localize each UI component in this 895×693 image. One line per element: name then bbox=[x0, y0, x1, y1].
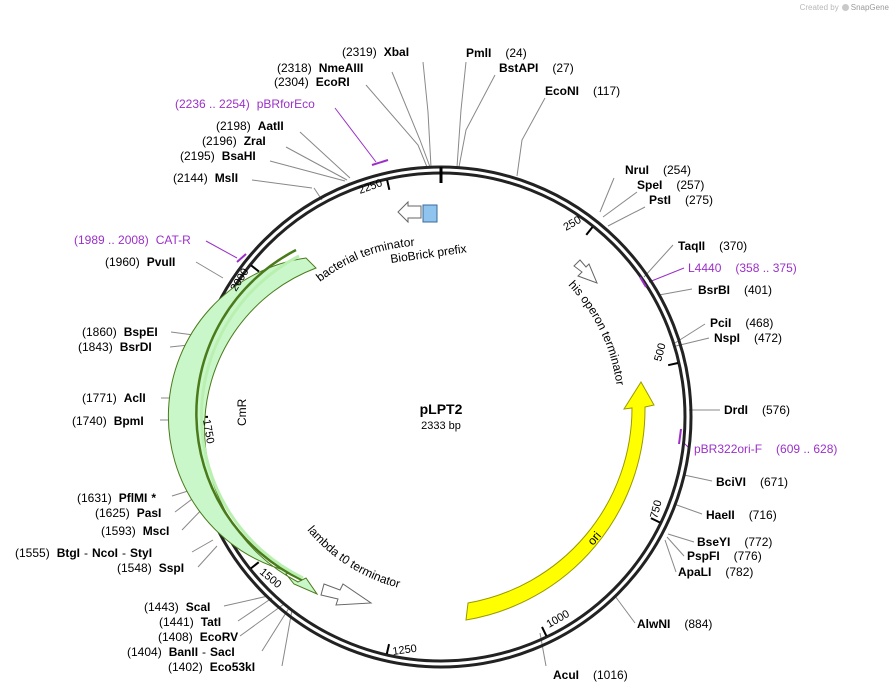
site-label-apali: ApaLI(782) bbox=[678, 565, 753, 579]
site-label-bpmi: (1740)BpmI bbox=[72, 414, 144, 428]
tick-1000 bbox=[541, 626, 548, 637]
site-label-nmeaiii: (2318)NmeAIII bbox=[277, 61, 363, 75]
primer-label-pbrforeco: (2236 .. 2254)pBRforEco bbox=[175, 97, 315, 111]
site-label-taqii: TaqII(370) bbox=[678, 239, 747, 253]
cmr-highlight bbox=[199, 254, 304, 580]
tick-label-1250: 1250 bbox=[392, 643, 418, 658]
site-label-xbai: (2319)XbaI bbox=[342, 45, 409, 59]
leader-lines bbox=[160, 61, 720, 667]
site-label-pvuii: (1960)PvuII bbox=[105, 255, 175, 269]
his-operon-terminator-arrow[interactable] bbox=[573, 259, 598, 284]
site-label-bseyi: BseYI(772) bbox=[697, 535, 772, 549]
lambda-t0-terminator-label: lambda t0 terminator bbox=[305, 523, 402, 591]
site-label-tati: (1441)TatI bbox=[159, 615, 221, 629]
site-label-bstapi: BstAPI(27) bbox=[499, 61, 574, 75]
site-label-alwni: AlwNI(884) bbox=[637, 617, 712, 631]
site-label-zrai: (2196)ZraI bbox=[202, 134, 266, 148]
site-label-psti: PstI(275) bbox=[649, 193, 713, 207]
site-label-pasi: (1625)PasI bbox=[95, 506, 161, 520]
site-label-spei: SpeI(257) bbox=[637, 178, 704, 192]
site-label-aatii: (2198)AatII bbox=[216, 119, 284, 133]
tick-1250 bbox=[385, 643, 391, 655]
site-label-ecorv: (1408)EcoRV bbox=[158, 630, 238, 644]
biobrick-prefix-box[interactable] bbox=[422, 204, 438, 223]
tick-250 bbox=[585, 226, 594, 236]
primer-label-pbr322ori-f: pBR322ori-F(609 .. 628) bbox=[694, 442, 837, 456]
site-label-eco53ki: (1402)Eco53kI bbox=[168, 660, 255, 674]
site-label-acli: (1771)AclI bbox=[82, 391, 146, 405]
site-label-bspei: (1860)BspEI bbox=[82, 325, 158, 339]
site-label-pmli: PmlI(24) bbox=[466, 46, 527, 60]
tick-label-500: 500 bbox=[652, 342, 668, 363]
site-label-nrui: NruI(254) bbox=[625, 163, 691, 177]
tick-marks bbox=[197, 179, 679, 655]
site-label-scai: (1443)ScaI bbox=[144, 600, 210, 614]
primer-label-l4440: L4440(358 .. 375) bbox=[688, 261, 797, 275]
tick-500 bbox=[667, 361, 679, 367]
watermark-prefix: Created by bbox=[799, 3, 839, 12]
site-label-bsrbi: BsrBI(401) bbox=[698, 283, 772, 297]
site-label-banii-saci: (1404)BanII-SacI bbox=[127, 645, 235, 659]
cmr-label: CmR bbox=[235, 398, 249, 426]
site-label-msci: (1593)MscI bbox=[101, 524, 169, 538]
site-label-pflmi: (1631)PflMI* bbox=[77, 491, 156, 505]
site-label-pcii: PciI(468) bbox=[710, 316, 773, 330]
plasmid-name: pLPT2 bbox=[420, 401, 463, 417]
site-label-sspi: (1548)SspI bbox=[117, 561, 184, 575]
site-label-bsahi: (2195)BsaHI bbox=[180, 149, 256, 163]
site-label-acui: AcuI(1016) bbox=[553, 668, 628, 682]
site-label-btgi-ncoi-styi: (1555)BtgI-NcoI-StyI bbox=[15, 546, 152, 560]
tick-750 bbox=[650, 517, 661, 524]
site-label-haeii: HaeII(716) bbox=[706, 508, 777, 522]
site-label-msli: (2144)MslI bbox=[173, 171, 238, 185]
snapgene-watermark: Created by SnapGene bbox=[800, 3, 889, 12]
snapgene-logo-icon bbox=[841, 4, 849, 11]
cmr-direction-line bbox=[195, 248, 303, 582]
plasmid-length: 2333 bp bbox=[421, 420, 461, 432]
tick-2250 bbox=[386, 179, 391, 191]
site-label-bcivi: BciVI(671) bbox=[716, 475, 788, 489]
tick-label-1750: 1750 bbox=[200, 418, 216, 444]
ori-feature[interactable] bbox=[465, 381, 655, 621]
site-label-drdi: DrdI(576) bbox=[724, 403, 790, 417]
tick-label-750: 750 bbox=[648, 499, 664, 520]
watermark-brand: SnapGene bbox=[850, 3, 889, 12]
primer-label-cat-r: (1989 .. 2008)CAT-R bbox=[74, 233, 191, 247]
backbone-outer-ring bbox=[189, 165, 693, 669]
lambda-t0-terminator-arrow[interactable] bbox=[320, 583, 373, 606]
site-label-ecori: (2304)EcoRI bbox=[274, 75, 350, 89]
tick-2000 bbox=[250, 264, 260, 273]
primer-site-marks bbox=[236, 159, 682, 445]
site-label-pspfi: PspFI(776) bbox=[687, 549, 762, 563]
site-label-bsrdi: (1843)BsrDI bbox=[78, 340, 152, 354]
bacterial-terminator-arrow[interactable] bbox=[397, 200, 422, 224]
tick-1500 bbox=[250, 561, 260, 570]
site-label-nspi: NspI(472) bbox=[714, 331, 782, 345]
site-label-econi: EcoNI(117) bbox=[545, 84, 620, 98]
his-operon-terminator-label: his operon terminator bbox=[566, 277, 628, 386]
